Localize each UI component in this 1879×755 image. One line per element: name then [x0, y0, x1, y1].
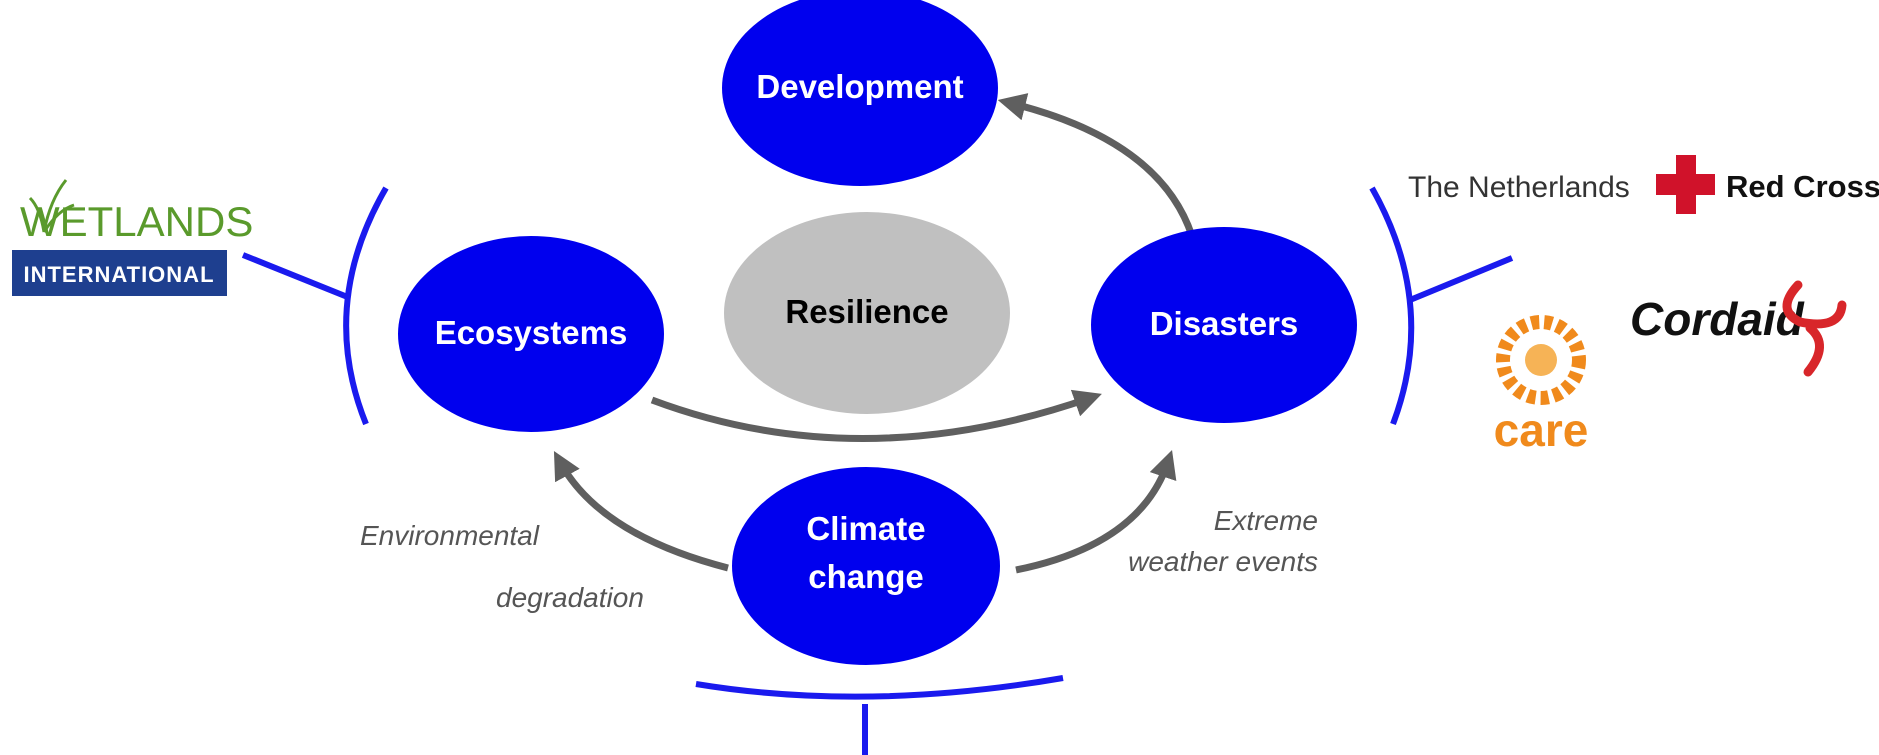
- netherlands-text: The Netherlands: [1408, 171, 1630, 204]
- red-cross-icon: [1656, 155, 1715, 214]
- node-climate-change-label-line2: change: [808, 558, 924, 595]
- node-disasters: Disasters: [1091, 227, 1357, 423]
- netherlands-red-cross-logo: The Netherlands Red Cross: [1408, 155, 1879, 214]
- node-development: Development: [722, 0, 998, 186]
- node-climate-change: Climate change: [732, 467, 1000, 665]
- red-cross-text: Red Cross: [1726, 169, 1879, 204]
- care-text: care: [1494, 404, 1589, 456]
- cordaid-swirl-icon: [1782, 280, 1847, 377]
- edge-label-extreme: Extreme: [1214, 505, 1318, 536]
- node-ecosystems-label: Ecosystems: [435, 314, 628, 351]
- edge-label-degradation: degradation: [496, 582, 644, 613]
- bracket-left: [241, 186, 389, 426]
- wetlands-international-logo: WETLANDS INTERNATIONAL: [12, 179, 253, 296]
- node-ecosystems: Ecosystems: [398, 236, 664, 432]
- arrow-climate-to-disasters: [1015, 450, 1177, 574]
- node-disasters-label: Disasters: [1150, 305, 1299, 342]
- arrow-ecosystems-to-disasters: [650, 389, 1102, 442]
- arrow-disasters-to-development: [997, 93, 1196, 238]
- node-development-label: Development: [756, 68, 963, 105]
- care-hands-icon: [1496, 315, 1586, 405]
- node-resilience: Resilience: [724, 212, 1010, 414]
- bracket-right: [1369, 186, 1514, 426]
- wetlands-subtitle: INTERNATIONAL: [23, 262, 214, 287]
- node-climate-change-label-line1: Climate: [806, 510, 925, 547]
- bracket-bottom: [695, 675, 1064, 755]
- cordaid-logo: Cordaid: [1630, 280, 1847, 377]
- arrow-climate-to-ecosystems: [553, 450, 729, 572]
- node-resilience-label: Resilience: [785, 293, 948, 330]
- care-logo: care: [1494, 315, 1589, 456]
- cordaid-text: Cordaid: [1630, 293, 1805, 345]
- edge-label-weather-events: weather events: [1128, 546, 1318, 577]
- edge-label-environmental: Environmental: [360, 520, 540, 551]
- wetlands-wordmark: WETLANDS: [20, 198, 253, 245]
